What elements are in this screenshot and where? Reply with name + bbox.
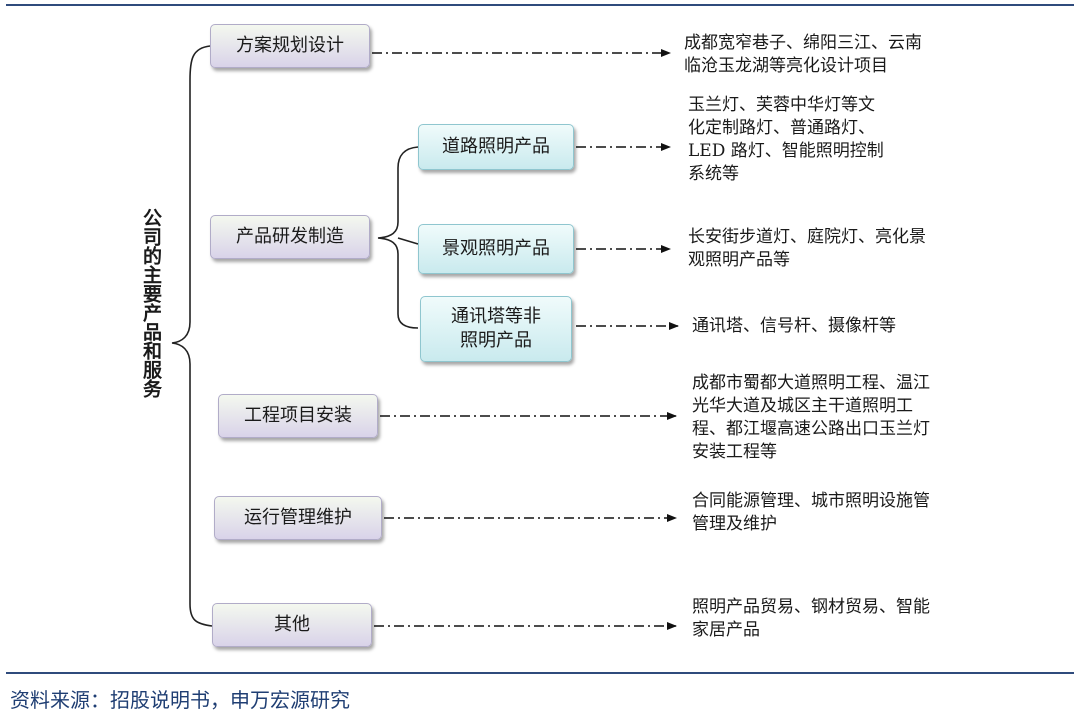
sub-road-lighting: 道路照明产品 [418,124,574,170]
desc-installation: 成都市蜀都大道照明工程、温江 光华大道及城区主干道照明工 程、都江堰高速公路出口… [692,373,930,462]
category-installation: 工程项目安装 [218,394,378,438]
root-brace [171,45,213,627]
sub-non-lighting: 通讯塔等非 照明产品 [420,296,572,362]
desc-plan-design: 成都宽窄巷子、绵阳三江、云南 临沧玉龙湖等亮化设计项目 [684,33,922,76]
category-other: 其他 [212,603,372,647]
bottom-rule [6,672,1074,674]
top-rule [6,4,1074,6]
category-rd-manufacturing: 产品研发制造 [210,215,370,259]
desc-non-lighting: 通讯塔、信号杆、摄像杆等 [692,316,896,336]
desc-other: 照明产品贸易、钢材贸易、智能 家居产品 [692,597,930,640]
sub-brace [377,146,419,329]
sub-landscape-lighting: 景观照明产品 [418,224,574,274]
source-note: 资料来源：招股说明书，申万宏源研究 [10,688,350,712]
desc-landscape-lighting: 长安街步道灯、庭院灯、亮化景 观照明产品等 [688,227,926,270]
desc-road-lighting: 玉兰灯、芙蓉中华灯等文 化定制路灯、普通路灯、 LED 路灯、智能照明控制 系统… [688,95,884,184]
sub-brace-mid [397,237,419,245]
category-operation-maintenance: 运行管理维护 [214,496,382,540]
category-plan-design: 方案规划设计 [210,24,370,68]
root-label: 公司的主要产品和服务 [140,208,162,398]
desc-operation-maintenance: 合同能源管理、城市照明设施管 管理及维护 [692,491,930,534]
